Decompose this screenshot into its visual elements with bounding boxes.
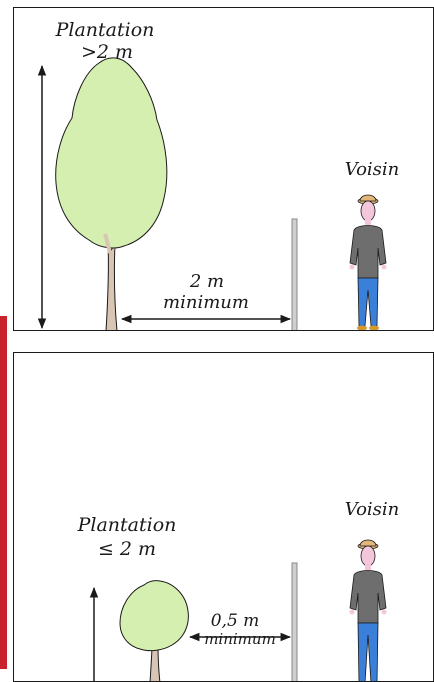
neighbor-person-icon: [350, 195, 387, 331]
tall-tree-icon: [56, 58, 167, 331]
neighbor-person-icon: [350, 540, 387, 682]
fence-post: [292, 219, 297, 331]
distance-rule-label: minimum: [146, 293, 266, 314]
height-rule-label: >2 m: [72, 42, 142, 64]
panel-tall-plantation: Plantation >2 m 2 m minimum Voisin: [13, 7, 434, 331]
red-accent-bar: [0, 316, 7, 669]
fence-post: [292, 563, 297, 682]
distance-value-label: 0,5 m: [200, 612, 270, 632]
short-tree-icon: [120, 581, 188, 682]
panel-short-plantation: Plantation ≤ 2 m 0,5 m minimum Voisin: [13, 352, 434, 682]
neighbor-label: Voisin: [327, 160, 417, 181]
plantation-label: Plantation: [72, 515, 182, 537]
neighbor-label: Voisin: [327, 500, 417, 521]
height-rule-label: ≤ 2 m: [92, 539, 162, 561]
distance-rule-label: minimum: [188, 631, 292, 648]
distance-value-label: 2 m: [177, 272, 237, 293]
plantation-label: Plantation: [50, 20, 160, 42]
